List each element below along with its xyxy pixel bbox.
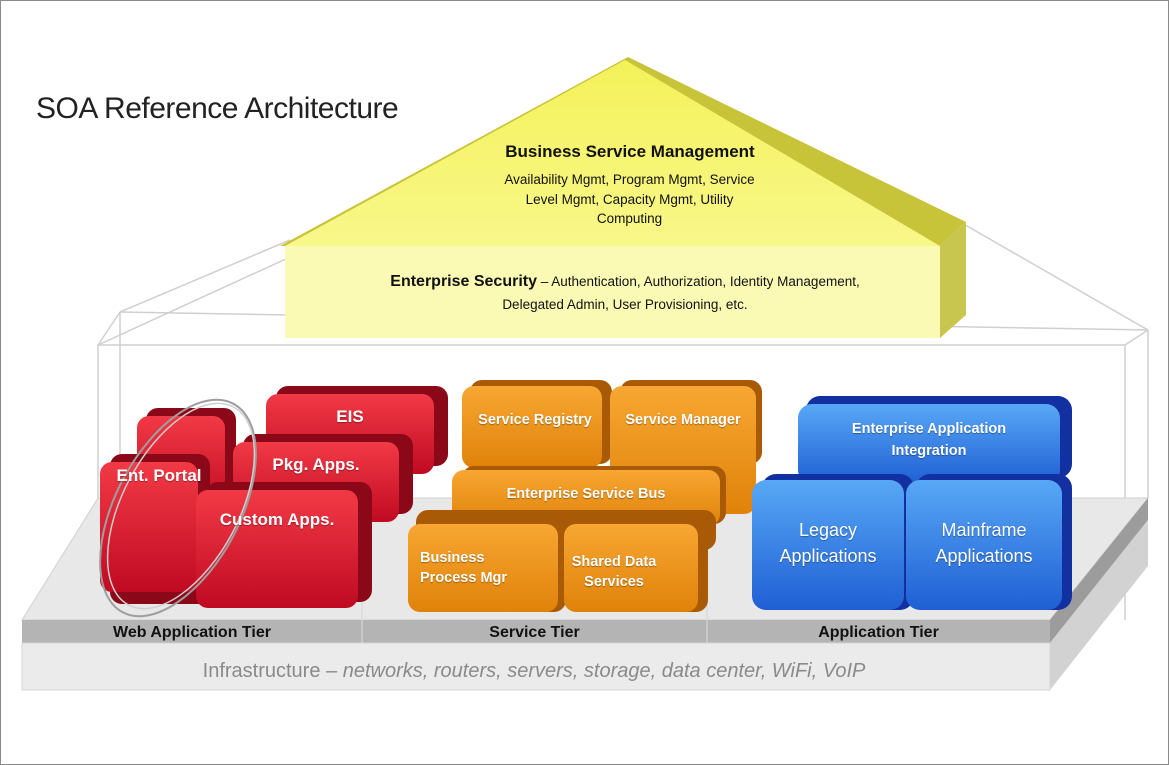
app-tier-boxes	[752, 396, 1072, 610]
legacy-line: Legacy	[798, 520, 858, 540]
roof-line: Computing	[596, 211, 663, 226]
enterprise-service-bus-box: Enterprise Service Bus	[506, 486, 666, 502]
bpm-line: Business	[420, 550, 485, 566]
business-service-management-heading: Business Service Management	[505, 142, 755, 161]
application-tier-label: Application Tier	[818, 624, 939, 641]
infrastructure-items: networks, routers, servers, storage, dat…	[342, 660, 866, 682]
eai-line: Enterprise Application	[851, 421, 1007, 437]
shared-data-services-box: Shared Data Services	[564, 552, 664, 592]
security-dash: –	[537, 274, 552, 289]
legacy-applications-box: Legacy Applications	[752, 517, 904, 569]
security-line-1: Authentication, Authorization, Identity …	[551, 274, 860, 289]
enterprise-application-integration-box: Enterprise Application Integration	[798, 418, 1060, 462]
ent-portal-box: Ent. Portal	[116, 466, 202, 485]
service-tier-label: Service Tier	[489, 624, 580, 641]
business-process-mgr-box: Business Process Mgr	[420, 548, 520, 588]
shared-line: Shared Data	[571, 554, 657, 570]
service-registry-box: Service Registry	[478, 412, 592, 428]
legacy-line: Applications	[779, 546, 877, 566]
bpm-line: Process Mgr	[420, 570, 508, 586]
enterprise-security-heading: Enterprise Security	[390, 273, 537, 290]
pkg-apps-box: Pkg. Apps.	[272, 455, 360, 474]
business-service-management-details: Availability Mgmt, Program Mgmt, Service…	[452, 170, 807, 229]
roof-line: Availability Mgmt, Program Mgmt, Service	[504, 172, 755, 187]
mainframe-line: Applications	[935, 546, 1033, 566]
infrastructure-dash: –	[320, 660, 343, 682]
service-tier-boxes	[408, 380, 762, 612]
enterprise-security-block: Enterprise Security – Authentication, Au…	[290, 270, 960, 316]
roof-line: Level Mgmt, Capacity Mgmt, Utility	[525, 191, 734, 207]
diagram-title: SOA Reference Architecture	[36, 92, 399, 125]
eai-line: Integration	[891, 443, 967, 459]
web-tier-boxes	[99, 386, 448, 618]
security-line-2: Delegated Admin, User Provisioning, etc.	[502, 297, 748, 312]
infrastructure-label: Infrastructure – networks, routers, serv…	[24, 660, 1044, 683]
mainframe-applications-box: Mainframe Applications	[906, 517, 1062, 569]
custom-apps-box: Custom Apps.	[219, 510, 335, 529]
shared-line: Services	[584, 574, 644, 590]
service-manager-box: Service Manager	[625, 412, 741, 428]
mainframe-line: Mainframe	[941, 520, 1027, 540]
infrastructure-lead: Infrastructure	[202, 660, 321, 682]
eis-box: EIS	[336, 407, 364, 426]
web-application-tier-label: Web Application Tier	[113, 624, 271, 641]
roof	[280, 57, 966, 338]
